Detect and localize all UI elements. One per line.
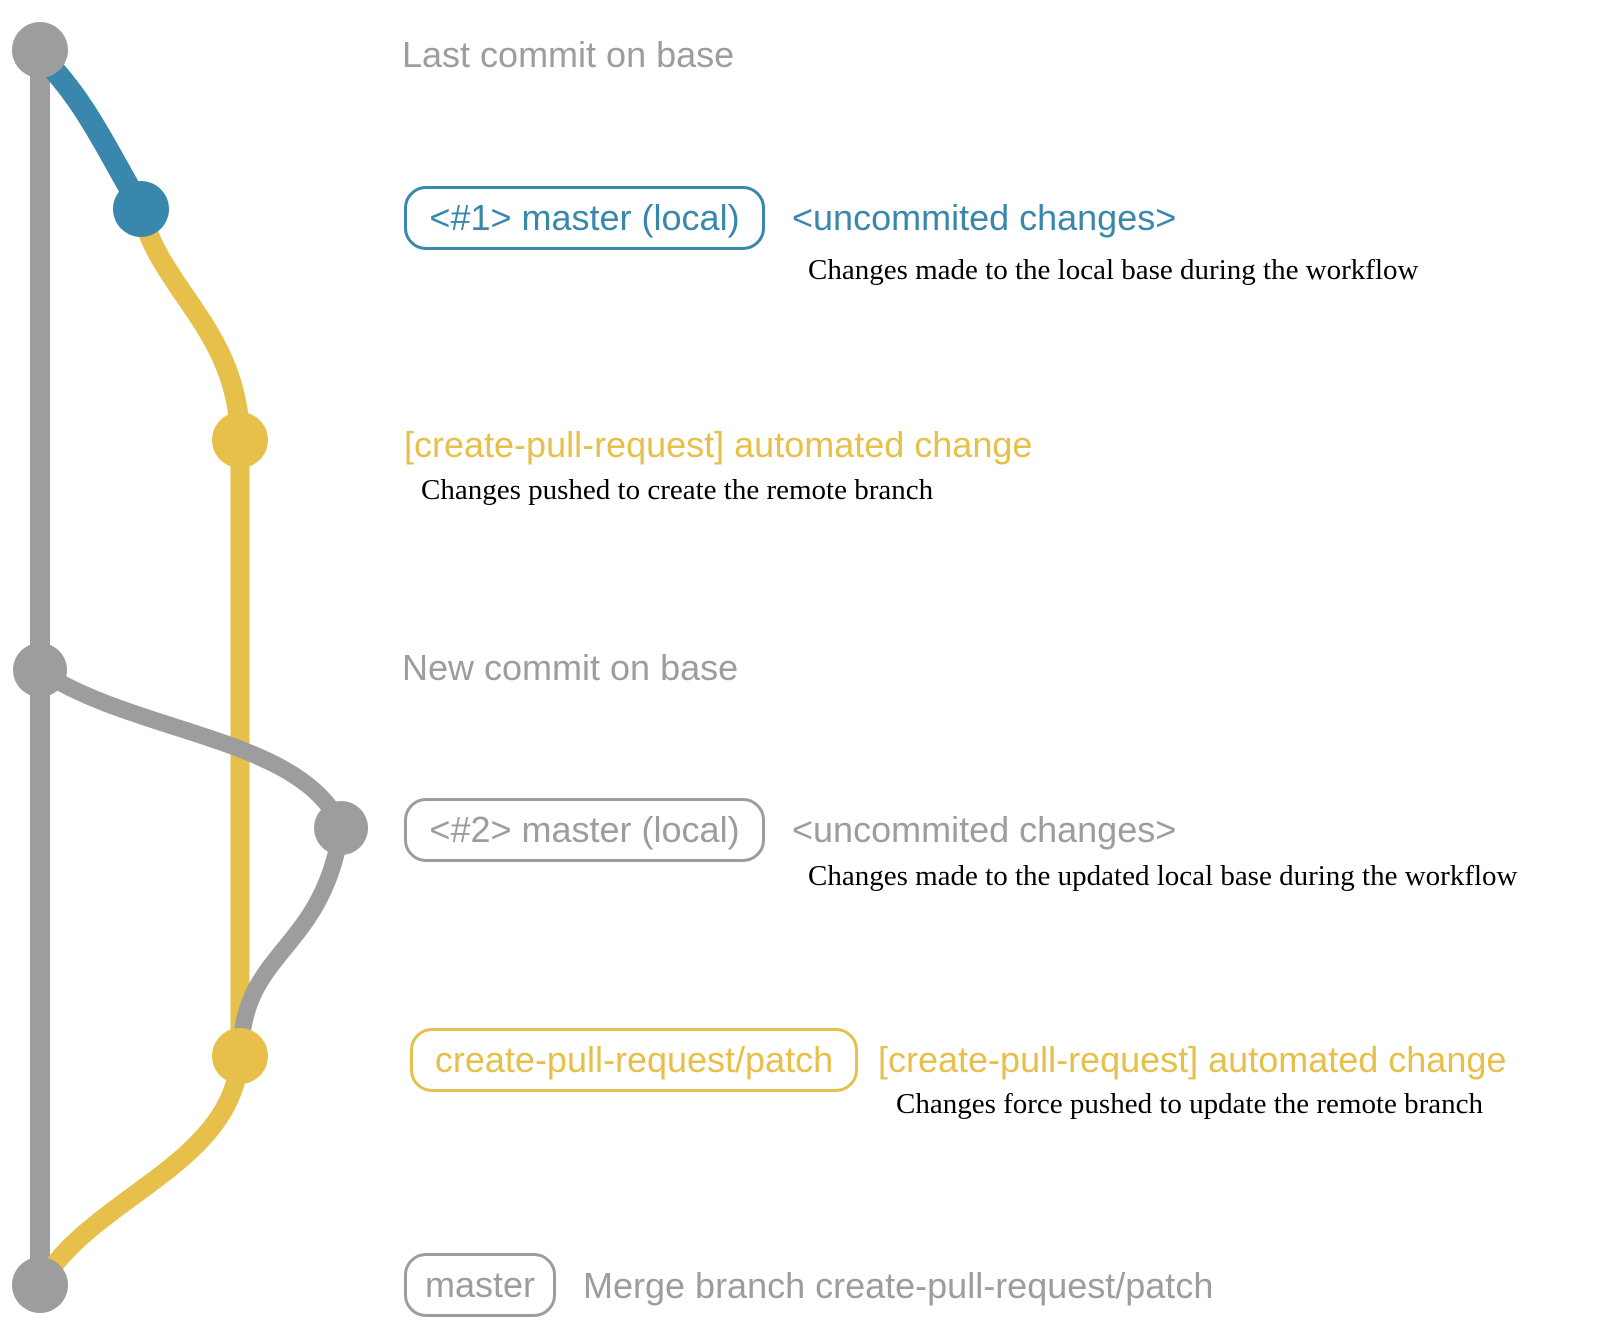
commit-dot-patch-1 xyxy=(212,412,268,468)
commit-dot-local-2 xyxy=(314,801,368,855)
message-automated-change-2: [create-pull-request] automated change xyxy=(878,1039,1507,1080)
description-force-push-remote: Changes force pushed to update the remot… xyxy=(896,1088,1484,1120)
badge-master: master xyxy=(404,1253,556,1317)
commit-dot-merge xyxy=(12,1257,68,1313)
message-uncommited-changes-2: <uncommited changes> xyxy=(792,809,1177,850)
message-uncommited-changes-1: <uncommited changes> xyxy=(792,197,1177,238)
message-automated-change-1: [create-pull-request] automated change xyxy=(404,424,1033,465)
label-new-commit: New commit on base xyxy=(402,647,739,688)
commit-dot-new-base xyxy=(13,643,67,697)
description-local-changes-2: Changes made to the updated local base d… xyxy=(808,860,1518,892)
commit-dot-patch-2 xyxy=(212,1028,268,1084)
rebase-curve-in xyxy=(232,821,350,1055)
commit-dot-last-base xyxy=(12,22,68,78)
badge-master-local-2: <#2> master (local) xyxy=(404,798,765,862)
description-push-remote: Changes pushed to create the remote bran… xyxy=(421,474,934,506)
message-merge-branch: Merge branch create-pull-request/patch xyxy=(583,1265,1214,1306)
patch-branch-curve-top xyxy=(131,201,250,448)
commit-dot-local-1 xyxy=(113,181,169,237)
badge-master-local-1: <#1> master (local) xyxy=(404,186,765,250)
rebase-curve-out xyxy=(33,663,350,835)
label-last-commit: Last commit on base xyxy=(402,34,735,75)
local-branch-curve xyxy=(29,44,150,216)
badge-create-pull-request-patch: create-pull-request/patch xyxy=(410,1028,858,1092)
merge-curve xyxy=(32,1046,250,1292)
description-local-changes-1: Changes made to the local base during th… xyxy=(808,254,1419,286)
